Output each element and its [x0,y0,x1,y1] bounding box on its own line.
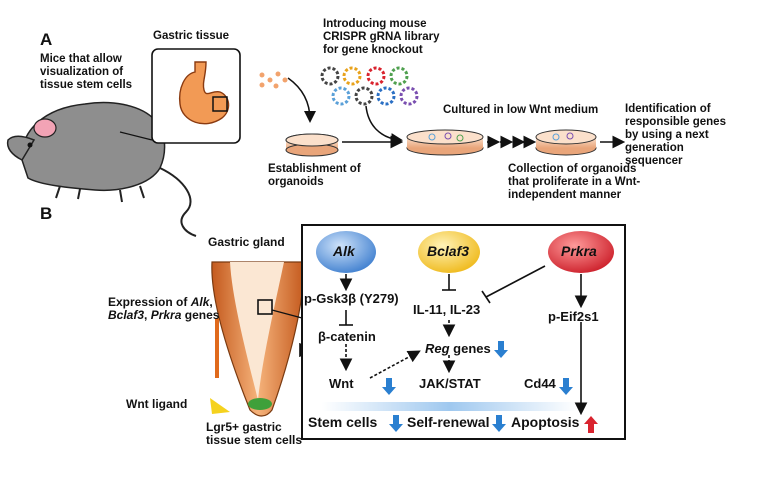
node-wnt: Wnt [329,376,354,391]
outcome-stem-cells: Stem cells [308,414,378,430]
panel-label-b: B [40,204,53,223]
organoid-dish-icon [406,129,484,156]
outcome-apoptosis: Apoptosis [511,414,580,430]
bclaf3-ellipse [418,231,480,273]
node-beta-catenin: β-catenin [318,329,376,344]
gastric-gland-icon [211,261,305,417]
node-prkra: Prkra [561,243,597,259]
organoid-dish-icon [285,133,339,157]
node-p-eif: p-Eif2s1 [548,309,599,324]
mouse-icon [6,101,197,237]
grna-gear-icon [320,66,419,106]
mice-caption: Mice that allow visualization of tissue … [40,53,133,91]
alk-ellipse [316,231,376,273]
node-cd44: Cd44 [524,376,556,391]
establishment-caption: Establishment of organoids [268,163,361,188]
panel-label-a: A [40,30,53,49]
gradient-bar [322,402,577,411]
cultured-caption: Cultured in low Wnt medium [443,104,599,116]
identification-caption: Identification of responsible genes by u… [625,103,726,167]
down-arrow-icon [382,341,573,432]
stomach-icon [119,48,241,144]
node-reg: Reg genes [425,341,491,356]
organoid-dish-icon [535,129,597,156]
node-bclaf3: Bclaf3 [427,243,470,259]
prkra-ellipse [548,231,614,273]
node-p-gsk: p-Gsk3β (Y279) [304,291,399,306]
node-il: IL-11, IL-23 [413,302,481,317]
expression-caption: Expression of Alk,Bclaf3, Prkra genes [108,295,220,322]
library-caption: Introducing mouse CRISPR gRNA library fo… [323,18,440,56]
node-alk: Alk [333,243,355,259]
gastric-gland-label: Gastric gland [208,235,285,249]
stem-cells-caption: Lgr5+ gastric tissue stem cells [206,420,303,447]
node-jak-stat: JAK/STAT [419,376,481,391]
outcome-self-renewal: Self-renewal [407,414,490,430]
wnt-ligand-label: Wnt ligand [126,397,188,411]
collection-caption: Collection of organoids that proliferate… [508,163,641,201]
cell-dots [259,71,288,89]
wnt-ligand-rays [210,398,230,414]
up-arrow-icon [584,416,598,433]
gastric-tissue-label: Gastric tissue [153,30,230,42]
